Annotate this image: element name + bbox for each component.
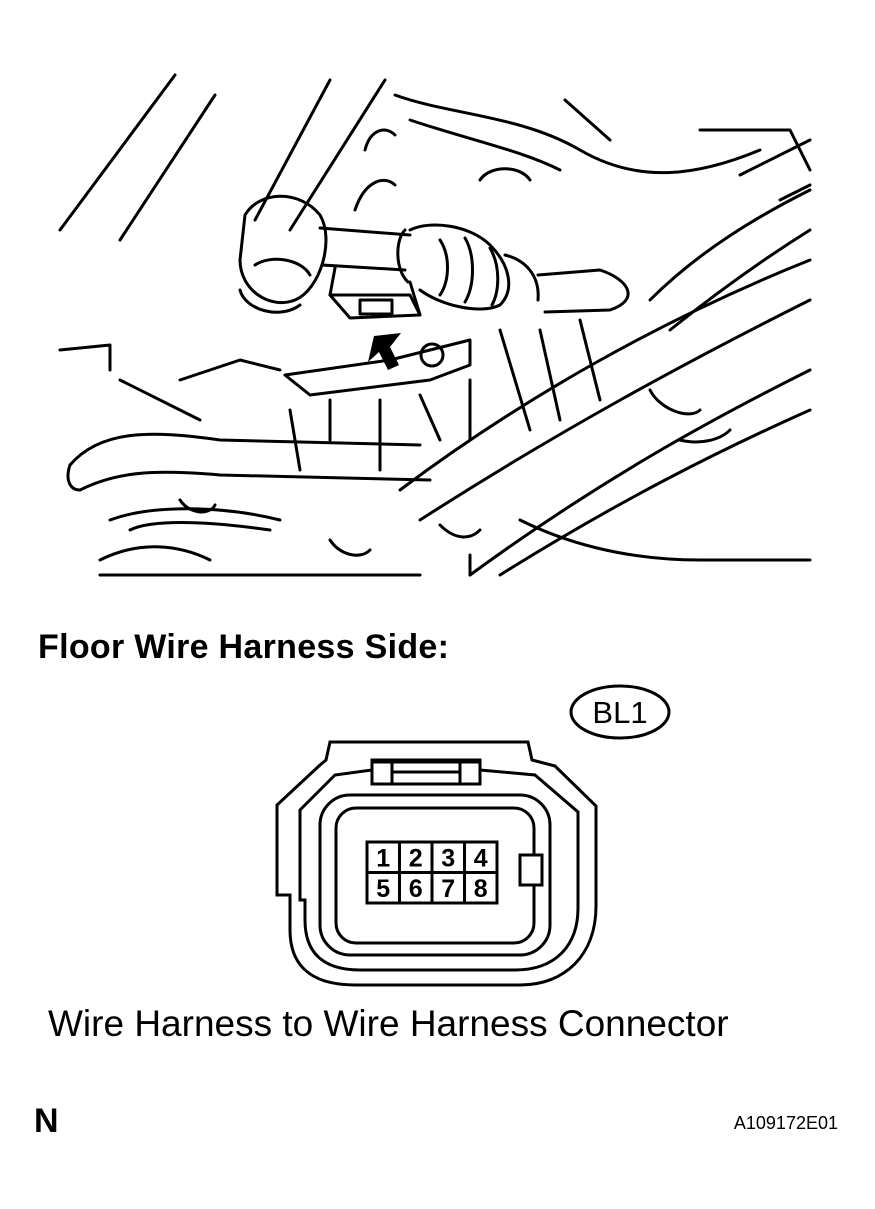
pin-number-6: 6 <box>409 875 423 903</box>
pin-cell-8 <box>463 871 499 905</box>
pin-number-7: 7 <box>441 875 455 903</box>
connector-code-badge: BL1 <box>569 684 671 740</box>
pin-number-5: 5 <box>376 875 390 903</box>
pin-number-3: 3 <box>441 844 455 872</box>
harness-illustration <box>58 73 812 577</box>
connector-description: Wire Harness to Wire Harness Connector <box>48 1003 729 1044</box>
figure-code: A109172E01 <box>733 1113 838 1133</box>
pin-number-1: 1 <box>376 844 390 872</box>
connector-code: BL1 <box>592 695 647 730</box>
pin-number-4: 4 <box>474 844 488 872</box>
arrow-up-icon <box>368 333 401 370</box>
pin-cell-6 <box>398 871 434 905</box>
connector-side-title: Floor Wire Harness Side: <box>38 628 450 666</box>
pin-number-2: 2 <box>409 844 423 872</box>
orientation-letter: N <box>34 1102 59 1140</box>
pin-cell-5 <box>365 871 401 905</box>
pin-number-8: 8 <box>474 875 488 903</box>
